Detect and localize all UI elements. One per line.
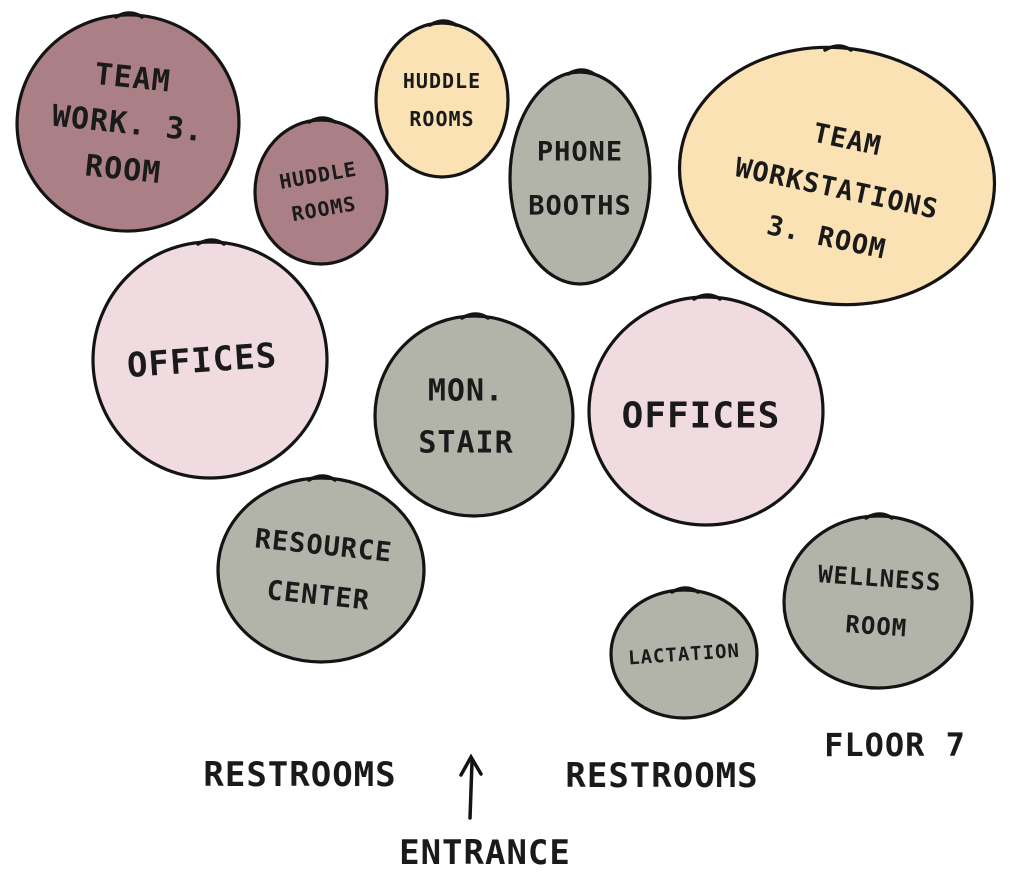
bubble-label-phone-booths: PHONE BOOTHS <box>528 136 632 221</box>
floor-label: FLOOR 7 <box>824 726 966 764</box>
bubble-shape-resource-center <box>216 476 426 664</box>
bubble-label-line: STAIR <box>418 426 513 461</box>
bubble-shape-team-workstations-room <box>677 45 997 307</box>
bubble-label-line: ROOM <box>844 610 908 642</box>
bubble-tick-team-workstations-room <box>823 44 853 52</box>
entrance-label: ENTRANCE <box>399 833 571 873</box>
bubble-mon-stair: MON. STAIR <box>373 312 575 518</box>
bubble-tick-wellness-room <box>864 512 894 520</box>
bubble-resource-center: RESOURCECENTER <box>216 474 426 664</box>
bubble-tick-mon-stair <box>460 312 490 320</box>
bubble-huddle-rooms-cream: HUDDLE ROOMS <box>374 19 510 179</box>
restrooms-right-label: RESTROOMS <box>565 756 758 796</box>
bubble-shape-offices-left <box>91 240 329 480</box>
bubble-label-line: OFFICES <box>622 396 781 437</box>
bubble-label-line: PHONE <box>537 136 623 167</box>
bubble-label-line: ROOM <box>83 148 162 191</box>
bubble-shape-mon-stair <box>373 314 575 518</box>
bubble-label-line: MON. <box>428 374 504 409</box>
bubble-tick-huddle-rooms-mauve <box>307 116 337 124</box>
bubble-shape-lactation <box>609 588 759 720</box>
bubble-shape-huddle-rooms-cream <box>374 21 510 179</box>
restrooms-left-label: RESTROOMS <box>203 755 396 795</box>
bubble-label-line: BOOTHS <box>528 190 632 221</box>
bubble-phone-booths: PHONE BOOTHS <box>508 68 652 286</box>
bubble-shape-wellness-room <box>782 514 974 690</box>
bubble-label-line: HUDDLE <box>403 69 481 93</box>
bubble-label-line: ROOMS <box>409 107 474 131</box>
bubble-label-line: TEAM <box>93 57 172 100</box>
bubble-lactation: LACTATION <box>609 586 759 720</box>
bubble-tick-team-work-room <box>114 11 144 19</box>
bubble-label-team-work-room: TEAMWORK. 3.ROOM <box>45 53 210 195</box>
bubble-wellness-room: WELLNESSROOM <box>782 512 974 690</box>
bubble-tick-lactation <box>670 586 700 594</box>
bubble-offices-right: OFFICES <box>587 293 825 527</box>
bubble-tick-offices-right <box>692 293 722 301</box>
bubble-shape-huddle-rooms-mauve <box>253 118 389 266</box>
bubble-team-workstations-room: TEAMWORKSTATIONS3. ROOM <box>677 44 997 307</box>
bubble-offices-left: OFFICES <box>91 238 329 480</box>
bubble-tick-resource-center <box>307 474 337 482</box>
bubble-shape-offices-right <box>587 295 825 527</box>
bubble-label-huddle-rooms-cream: HUDDLE ROOMS <box>403 69 481 131</box>
bubble-tick-huddle-rooms-cream <box>428 19 458 27</box>
bubble-shape-phone-booths <box>508 70 652 286</box>
bubble-tick-offices-left <box>196 238 226 246</box>
entrance-arrow-icon <box>459 753 483 820</box>
bubble-team-work-room: TEAMWORK. 3.ROOM <box>15 11 241 233</box>
bubble-tick-phone-booths <box>566 68 596 76</box>
bubble-label-offices-right: OFFICES <box>622 396 781 437</box>
bubble-shape-team-work-room <box>15 13 241 233</box>
bubble-huddle-rooms-mauve: HUDDLEROOMS <box>253 116 389 266</box>
bubble-label-mon-stair: MON. STAIR <box>418 374 513 461</box>
